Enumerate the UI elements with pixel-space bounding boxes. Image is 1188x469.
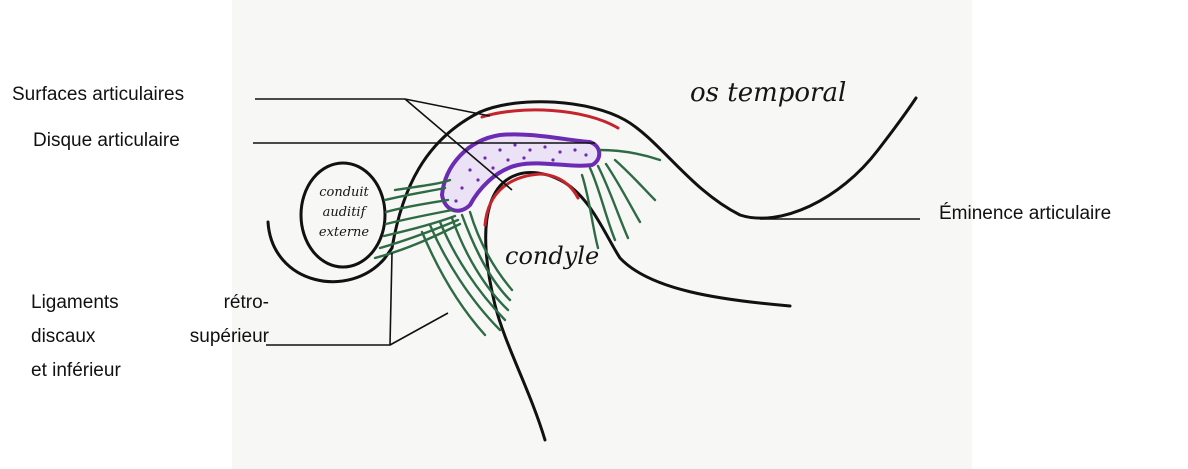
handwritten-condyle: condyle <box>505 242 599 270</box>
label-ligaments: Ligaments rétro- discaux supérieur et in… <box>31 286 269 388</box>
label-surfaces-articulaires: Surfaces articulaires <box>12 84 184 106</box>
label-ligaments-line1: Ligaments rétro- <box>31 286 269 320</box>
label-ligaments-line3: et inférieur <box>31 354 269 388</box>
label-eminence-articulaire: Éminence articulaire <box>939 203 1111 225</box>
label-disque-articulaire: Disque articulaire <box>33 130 180 152</box>
label-ligaments-line2: discaux supérieur <box>31 320 269 354</box>
handwritten-conduit-auditif: conduit auditif externe <box>316 183 372 243</box>
condyle-outline <box>486 172 790 440</box>
handwritten-conduit-line1: conduit <box>316 183 372 203</box>
articular-surface-temporal <box>482 110 618 128</box>
leader-ligaments <box>266 253 448 345</box>
handwritten-conduit-line3: externe <box>316 223 372 243</box>
handwritten-conduit-line2: auditif <box>316 203 372 223</box>
articular-surface-condyle <box>485 174 578 225</box>
handwritten-os-temporal: os temporal <box>690 78 846 108</box>
